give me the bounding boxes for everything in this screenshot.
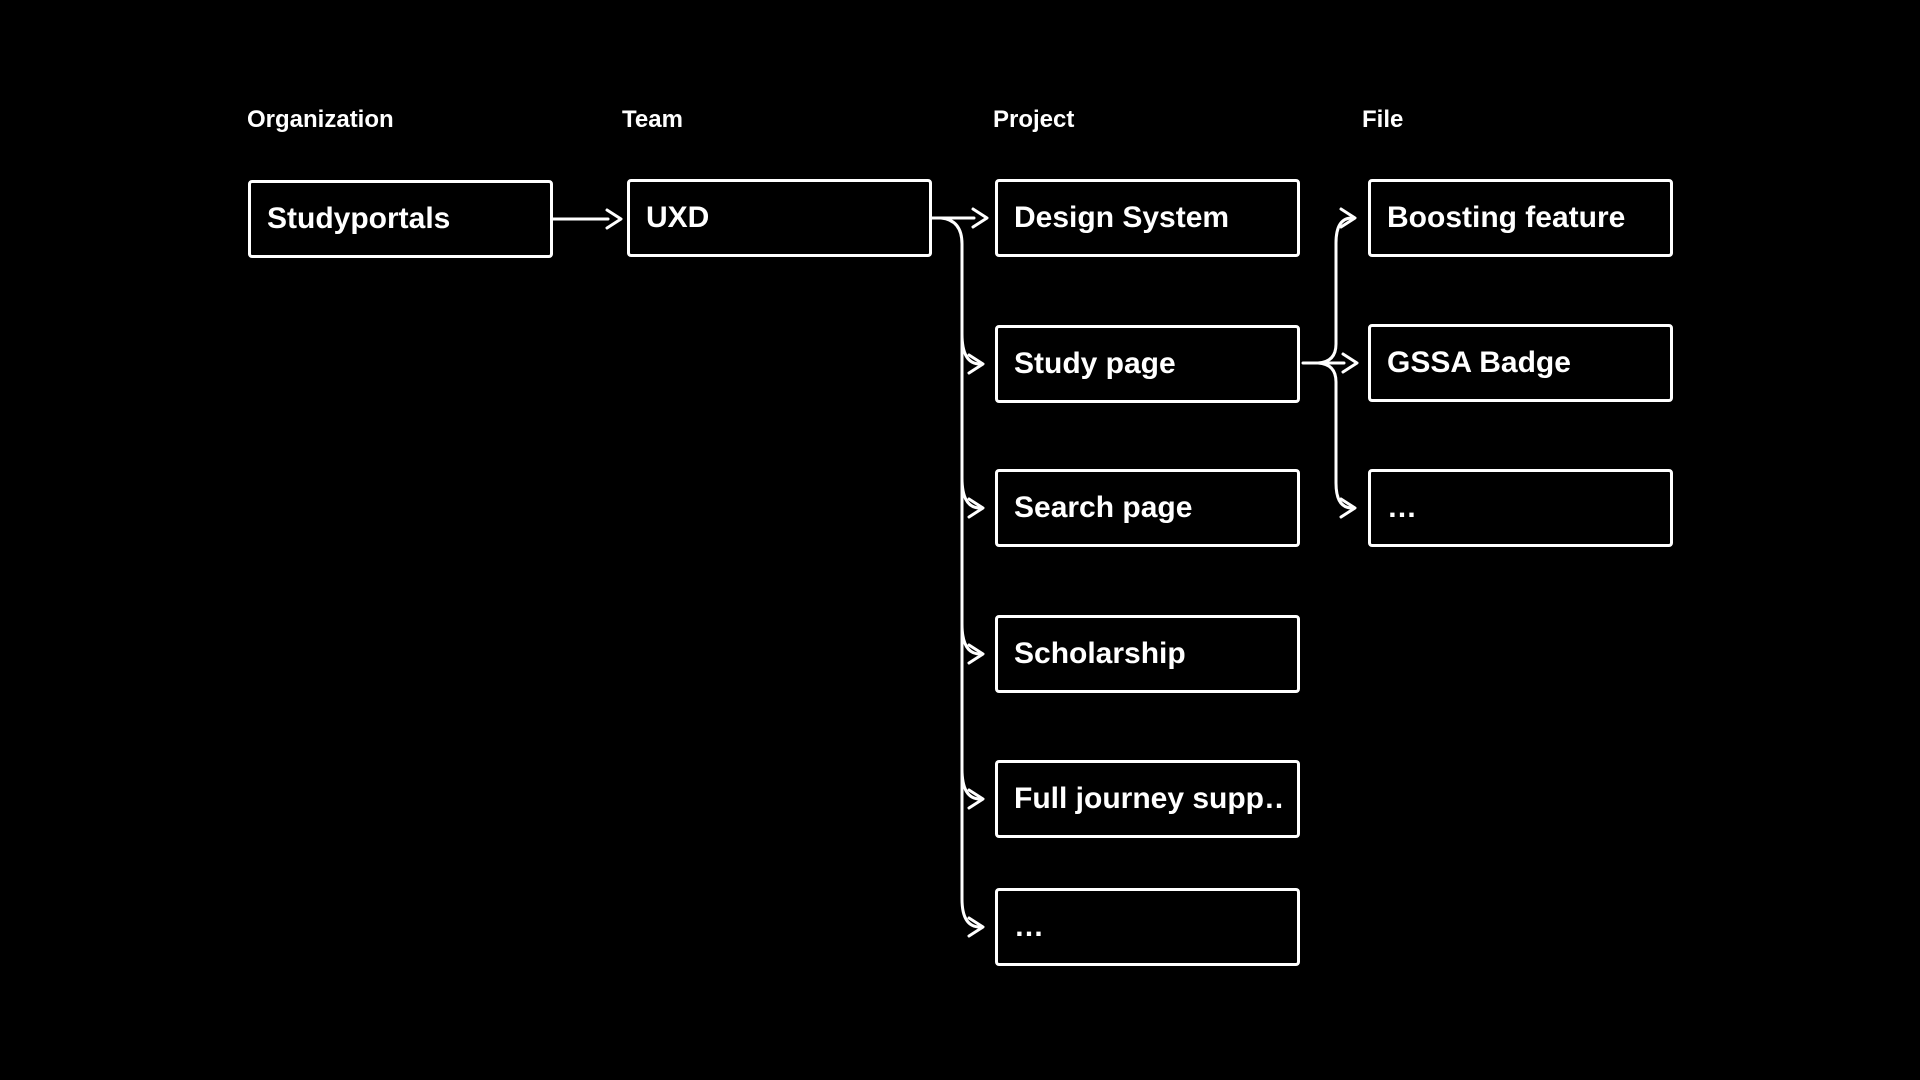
node-design-system: Design System [995, 179, 1300, 257]
edge-uxd-design-system [930, 207, 989, 229]
node-study-page: Study page [995, 325, 1300, 403]
edge-study-page-file-fork [1301, 352, 1359, 374]
node-project-ellipsis-label: … [1014, 910, 1044, 943]
node-gssa-badge-label: GSSA Badge [1387, 346, 1571, 379]
edge-uxd-project-trunk [939, 216, 985, 938]
edge-fork-boosting-feature [1316, 207, 1357, 365]
node-search-page: Search page [995, 469, 1300, 547]
node-boosting-feature-label: Boosting feature [1387, 201, 1626, 234]
node-gssa-badge: GSSA Badge [1368, 324, 1673, 402]
column-header-file: File [1362, 106, 1404, 133]
node-scholarship: Scholarship [995, 615, 1300, 693]
edge-trunk-full-journey [960, 767, 985, 810]
node-boosting-feature: Boosting feature [1368, 179, 1673, 257]
edge-trunk-study-page [960, 332, 985, 375]
node-uxd-label: UXD [646, 201, 710, 234]
node-studyportals-label: Studyportals [267, 202, 451, 235]
node-file-ellipsis: … [1368, 469, 1673, 547]
node-full-journey-support-label: Full journey supp… [1014, 782, 1283, 815]
node-project-ellipsis: … [995, 888, 1300, 966]
node-scholarship-label: Scholarship [1014, 637, 1186, 670]
column-header-project: Project [993, 106, 1075, 133]
node-study-page-label: Study page [1014, 347, 1176, 380]
edge-studyportals-uxd [551, 208, 623, 230]
edge-trunk-scholarship [960, 622, 985, 665]
node-full-journey-support: Full journey supp… [995, 760, 1300, 838]
node-studyportals: Studyportals [248, 180, 553, 258]
column-header-organization: Organization [247, 106, 394, 133]
column-header-team: Team [622, 106, 683, 133]
edge-trunk-search-page [960, 476, 985, 519]
node-design-system-label: Design System [1014, 201, 1230, 234]
node-search-page-label: Search page [1014, 491, 1193, 524]
node-file-ellipsis-label: … [1387, 491, 1417, 524]
node-uxd: UXD [627, 179, 932, 257]
edge-fork-file-more [1316, 361, 1357, 519]
